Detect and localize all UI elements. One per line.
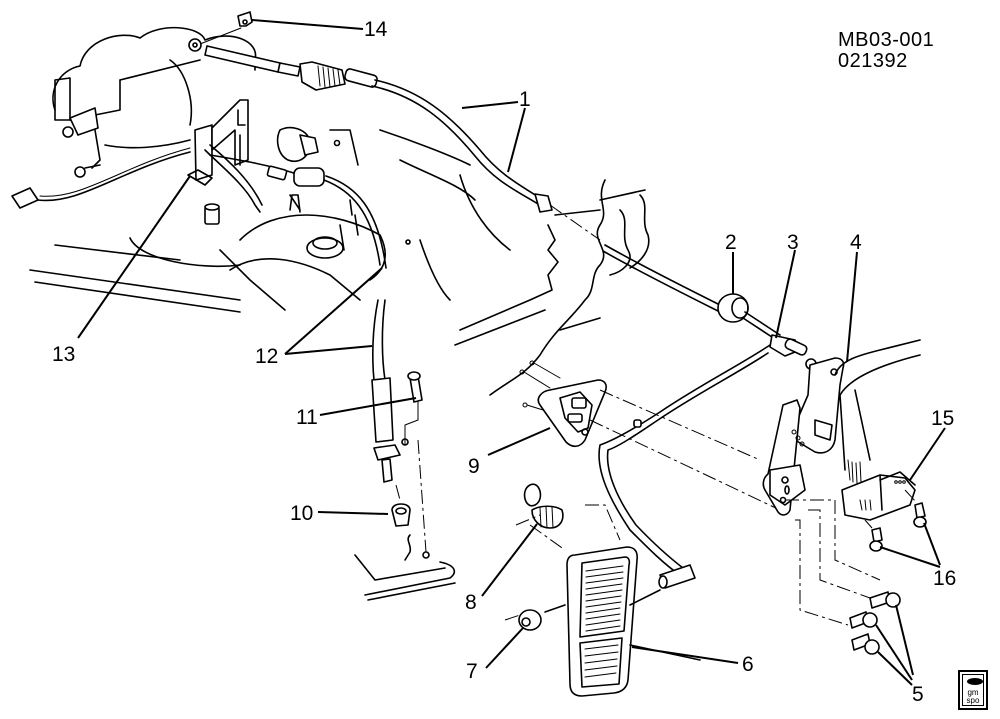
callout-10: 10 <box>290 502 313 525</box>
leader-6 <box>631 646 739 664</box>
leader-5c <box>895 604 914 676</box>
accelerator-cable <box>188 11 817 370</box>
callout-11: 11 <box>296 406 318 429</box>
leader-lines <box>77 19 946 686</box>
leader-12b <box>284 345 373 355</box>
leader-9 <box>487 427 551 456</box>
firewall-section <box>454 179 650 396</box>
leader-12a <box>284 267 383 355</box>
logo-oval <box>967 678 983 685</box>
lower-cable-assembly <box>354 299 456 601</box>
pedal-pad-ridges <box>584 565 624 678</box>
callout-labels: 1 2 3 4 5 6 7 8 9 10 11 12 13 14 15 16 <box>52 18 956 706</box>
callout-13: 13 <box>52 343 75 366</box>
callout-8: 8 <box>465 591 477 614</box>
leader-16a <box>879 546 941 568</box>
callout-15: 15 <box>931 407 954 430</box>
leader-5b <box>875 624 913 681</box>
leader-8 <box>481 523 538 597</box>
logo-text-gm: gm <box>967 688 979 697</box>
leader-1b <box>507 107 526 173</box>
callout-9: 9 <box>468 455 480 478</box>
diagram-date-code: 021392 <box>838 50 908 72</box>
callout-16: 16 <box>933 567 956 590</box>
leader-10 <box>317 511 389 515</box>
diagram-code: MB03-001 <box>838 29 935 51</box>
leader-11 <box>319 397 417 416</box>
logo-frame: gm spo <box>962 674 984 706</box>
callout-4: 4 <box>850 231 862 254</box>
callout-14: 14 <box>364 18 388 41</box>
leader-1 <box>461 101 519 109</box>
leader-5a <box>877 651 913 686</box>
callout-2: 2 <box>725 231 737 254</box>
leader-3 <box>775 249 796 339</box>
leader-15 <box>909 427 946 481</box>
callout-5: 5 <box>912 683 924 706</box>
leader-16b <box>923 522 941 566</box>
leader-14 <box>251 19 364 30</box>
engine-assembly <box>11 26 511 313</box>
leader-4 <box>846 251 858 363</box>
leader-7 <box>485 627 524 669</box>
callout-12: 12 <box>255 345 278 368</box>
logo-text-spo: spo <box>966 696 980 705</box>
pedal-assembly <box>504 339 927 697</box>
callout-1: 1 <box>519 88 531 111</box>
callout-6: 6 <box>742 653 754 676</box>
leader-13 <box>77 175 191 339</box>
gm-spo-logo-icon: gm spo <box>958 670 988 710</box>
callout-7: 7 <box>466 660 478 683</box>
callout-3: 3 <box>787 231 799 254</box>
